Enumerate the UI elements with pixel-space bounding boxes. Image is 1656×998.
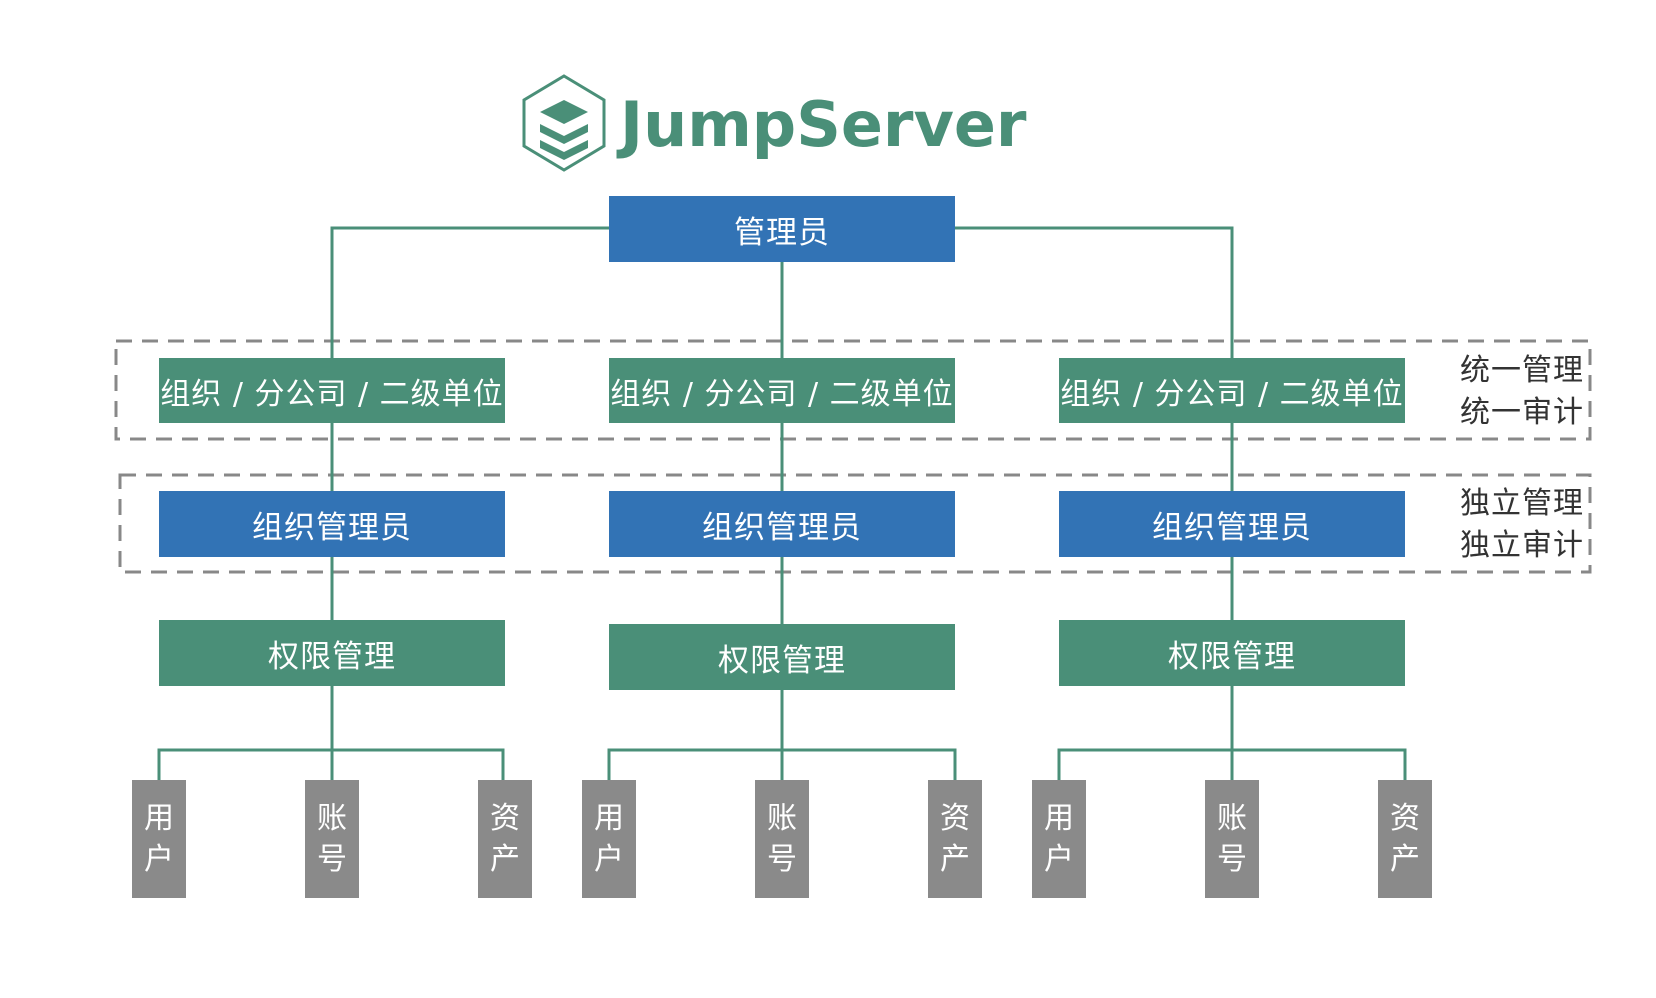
zone-unified-note: 统一管理统一审计: [1460, 353, 1584, 430]
org-admin-label-2: 组织管理员: [702, 509, 862, 546]
brand-wordmark: JumpServer: [620, 87, 1027, 161]
org-admin-box-2: [609, 491, 955, 557]
leaf-label-1-1: 用户: [144, 801, 174, 877]
org-label-1: 组织 / 分公司 / 二级单位: [160, 376, 504, 412]
leaf-box-2-2: [755, 780, 809, 898]
leaf-label-2-3: 资产: [940, 801, 970, 877]
zone-independent-note: 独立管理独立审计: [1460, 486, 1584, 563]
org-box-3: [1059, 358, 1405, 423]
leaf-label-1-2: 账号: [317, 801, 347, 877]
perm-label-1: 权限管理: [268, 638, 396, 675]
root-admin-label: 管理员: [734, 214, 830, 251]
leaf-box-2-3: [928, 780, 982, 898]
jumpserver-logo-icon: [522, 74, 606, 172]
org-admin-label-3: 组织管理员: [1152, 509, 1312, 546]
leaf-box-2-1: [582, 780, 636, 898]
leaf-label-1-3: 资产: [490, 801, 520, 877]
perm-label-3: 权限管理: [1168, 638, 1296, 675]
org-admin-label-1: 组织管理员: [252, 509, 412, 546]
leaf-label-2-2: 账号: [767, 801, 797, 877]
leaf-box-3-2: [1205, 780, 1259, 898]
perm-label-2: 权限管理: [718, 642, 846, 679]
leaf-box-3-3: [1378, 780, 1432, 898]
perm-box-3: [1059, 620, 1405, 686]
perm-box-1: [159, 620, 505, 686]
org-admin-box-3: [1059, 491, 1405, 557]
zone-independent-frame: [118, 473, 1592, 574]
org-box-2: [609, 358, 955, 423]
leaf-label-2-1: 用户: [594, 801, 624, 877]
org-label-3: 组织 / 分公司 / 二级单位: [1060, 376, 1404, 412]
org-admin-box-1: [159, 491, 505, 557]
zone-unified-frame: [114, 339, 1592, 441]
org-label-2: 组织 / 分公司 / 二级单位: [610, 376, 954, 412]
perm-box-2: [609, 624, 955, 690]
leaf-label-3-1: 用户: [1044, 801, 1074, 877]
org-box-1: [159, 358, 505, 423]
root-admin-box: [609, 196, 955, 262]
leaf-label-3-3: 资产: [1390, 801, 1420, 877]
leaf-box-1-3: [478, 780, 532, 898]
leaf-label-3-2: 账号: [1217, 801, 1247, 877]
leaf-box-3-1: [1032, 780, 1086, 898]
leaf-box-1-2: [305, 780, 359, 898]
leaf-box-1-1: [132, 780, 186, 898]
